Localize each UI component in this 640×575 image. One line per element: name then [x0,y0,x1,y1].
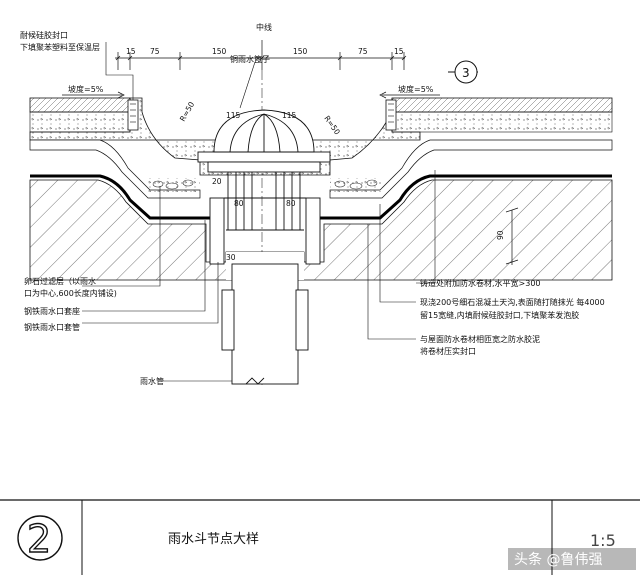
structural-slab [29,179,613,281]
detail-scale: 1:5 [590,531,616,550]
callout-concrete: 现浇200号细石混凝土天沟,表面随打随抹光 每4000 [420,297,605,307]
callout-seal-3: 将卷材压实封口 [420,346,476,356]
centerline-label: 中线 [256,22,272,32]
radius-left: R=50 [178,100,196,123]
dim-90-marker [505,207,519,265]
gravel-filter-layer [148,178,382,192]
callout-seal-2: 与屋面防水卷材相匝宽之防水胶泥 [420,334,540,344]
dim-80-left: 80 [234,199,244,208]
callout-gravel-2: 口为中心,600长度内铺设) [24,288,117,298]
slope-arrows [62,91,440,99]
dim-115-right: 115 [282,111,297,120]
dim-top-75-left: 75 [150,47,160,56]
callout-membrane: 铸造处附加防水卷材,水平宽>300 [420,278,541,288]
rainwater-pipe [221,263,309,385]
callout-sleeve: 钢铁雨水口套座 [24,306,80,316]
dim-90: 90 [496,230,505,240]
slope-left-label: 坡度=5% [68,84,104,94]
roof-surface-layer [29,97,613,133]
dim-top-75-right: 75 [358,47,368,56]
waterproof-membrane [30,174,612,250]
title-block [0,499,640,575]
detail-number: 2 [27,517,51,561]
dim-30: 30 [226,253,236,262]
callout-backer: 下填聚苯塑料至保温层 [20,42,100,52]
top-dimension-chain [115,40,407,70]
section-marker: 3 [448,60,478,84]
dim-80-right: 80 [286,199,296,208]
watermark: 头条 @鲁伟强 [514,551,602,568]
slope-right-label: 坡度=5% [398,84,434,94]
callout-pipe-sleeve: 钢铁雨水口套管 [24,322,80,332]
callout-sealant: 耐候硅胶封口 [20,30,68,40]
insulation-layer [29,139,613,199]
dim-top-15-left: 15 [126,47,136,56]
callout-joint: 留15宽缝,内填耐候硅胶封口,下填聚苯发泡胶 [420,310,579,320]
radius-right: R=50 [322,114,342,137]
callout-downpipe: 雨水管 [140,376,164,386]
dim-top-15-right: 15 [394,47,404,56]
dim-top-150-left: 150 [212,47,227,56]
callout-grate: 铜雨水篦子 [230,54,270,64]
copper-grate [197,109,331,231]
watermark-background [508,548,636,570]
dim-115-left: 115 [226,111,241,120]
detail-title: 雨水斗节点大样 [168,532,259,547]
section-number: 3 [462,66,470,80]
leader-lines [82,42,436,382]
drain-sleeve [209,197,321,265]
callout-gravel: 卵石过滤层（以雨水 [24,276,96,286]
dim-20: 20 [212,177,222,186]
dim-top-150-right: 150 [293,47,308,56]
